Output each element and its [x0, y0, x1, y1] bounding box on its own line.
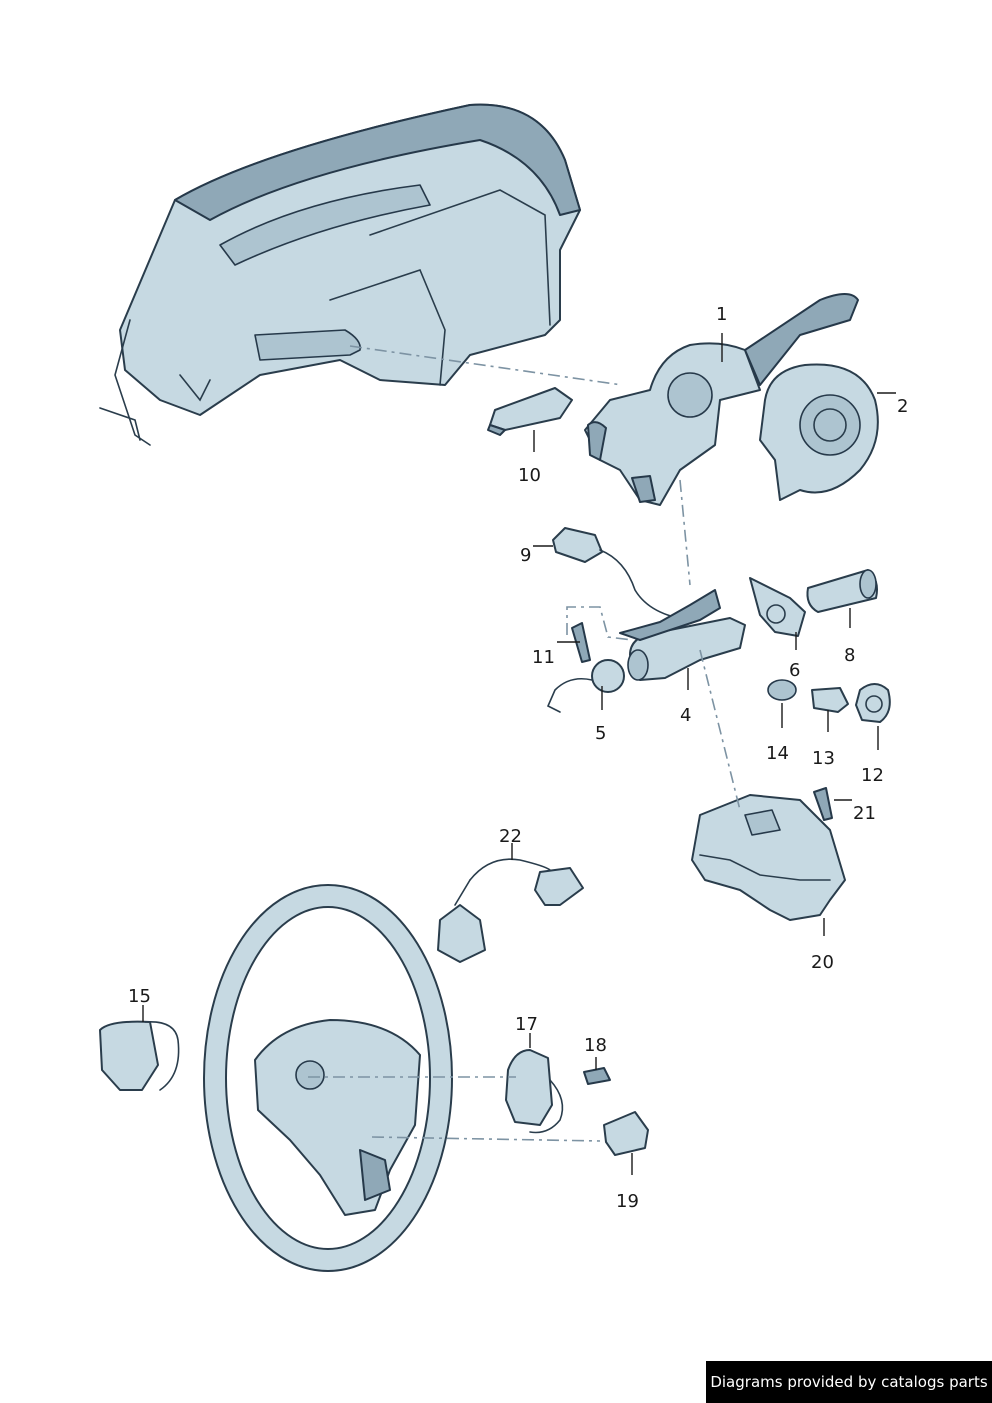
part-10-switch-module: [487, 387, 573, 436]
dashboard-assembly: [99, 103, 581, 446]
part-1-combination-switch: [584, 293, 859, 506]
callout-14: 14: [766, 743, 789, 764]
leader-lines: [142, 333, 896, 1175]
callout-10: 10: [518, 465, 541, 486]
part-17-switch: [505, 1049, 564, 1134]
callout-15: 15: [128, 986, 151, 1007]
part-2-clock-spring: [759, 363, 879, 501]
part-11-bolt: [571, 622, 591, 663]
callout-9: 9: [520, 545, 532, 566]
steering-wheel: [203, 884, 453, 1272]
diagram-credit-banner: Diagrams provided by catalogs parts: [706, 1361, 992, 1403]
part-4-lock-housing: [619, 589, 746, 681]
part-21-screw: [813, 787, 833, 821]
callout-12: 12: [861, 765, 884, 786]
part-13-cylinder-part: [811, 687, 849, 713]
part-6-bracket: [749, 577, 806, 637]
part-18-screw: [583, 1067, 611, 1085]
callout-18: 18: [584, 1035, 607, 1056]
callout-21: 21: [853, 803, 876, 824]
assembly-lines: [308, 345, 741, 1142]
part-19-switch: [603, 1111, 649, 1156]
callout-6: 6: [789, 660, 801, 681]
callout-20: 20: [811, 952, 834, 973]
part-22-multifunction-switch: [437, 858, 584, 963]
callout-2: 2: [897, 396, 909, 417]
part-14-ring: [767, 679, 797, 701]
callout-11: 11: [532, 647, 555, 668]
part-5-ignition-switch: [546, 659, 625, 713]
part-15-button-unit: [99, 1020, 180, 1091]
callout-4: 4: [680, 705, 692, 726]
callout-8: 8: [844, 645, 856, 666]
callout-5: 5: [595, 723, 607, 744]
callout-13: 13: [812, 748, 835, 769]
callout-17: 17: [515, 1014, 538, 1035]
part-8-lock-cylinder: [806, 569, 878, 613]
callout-22: 22: [499, 826, 522, 847]
part-12-trim-ring: [855, 683, 891, 723]
callout-1: 1: [716, 304, 728, 325]
part-20-switch-housing: [691, 794, 846, 921]
callout-19: 19: [616, 1191, 639, 1212]
